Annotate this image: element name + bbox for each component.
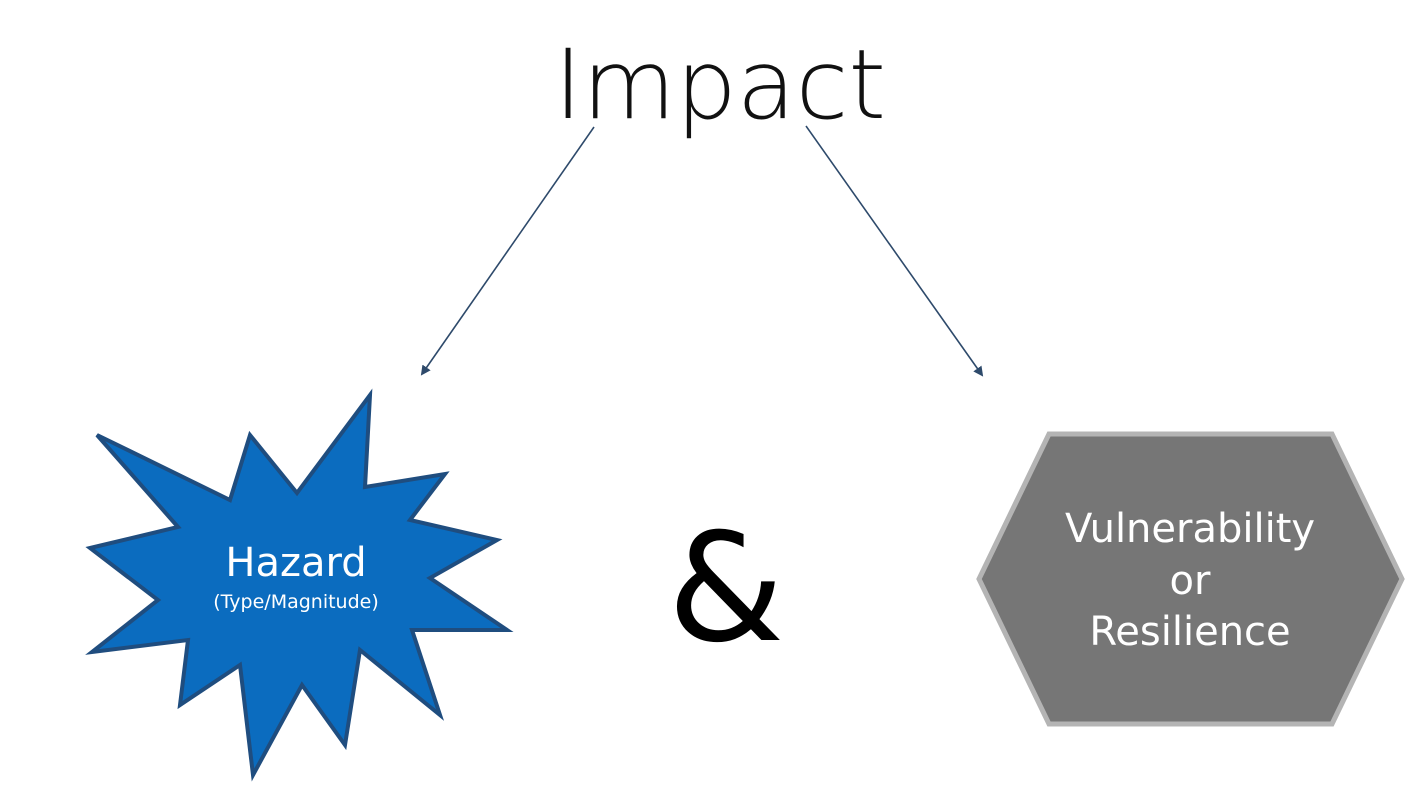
arrow-to-hazard xyxy=(420,126,595,376)
vulnerability-label-line2: or xyxy=(1170,558,1211,604)
hazard-node: Hazard (Type/Magnitude) xyxy=(85,388,514,782)
vulnerability-label-line3: Resilience xyxy=(1089,609,1290,655)
vulnerability-hexagon-shape xyxy=(976,431,1405,727)
arrow-to-vulnerability xyxy=(805,125,984,377)
ampersand-connector: & xyxy=(668,502,785,676)
hazard-starburst-shape xyxy=(85,388,514,782)
hazard-sublabel: (Type/Magnitude) xyxy=(213,591,379,613)
hazard-label: Hazard xyxy=(225,540,366,586)
vulnerability-node: Vulnerability or Resilience xyxy=(976,431,1405,727)
vulnerability-label-line1: Vulnerability xyxy=(1065,506,1315,552)
diagram-title: Impact xyxy=(554,29,886,141)
